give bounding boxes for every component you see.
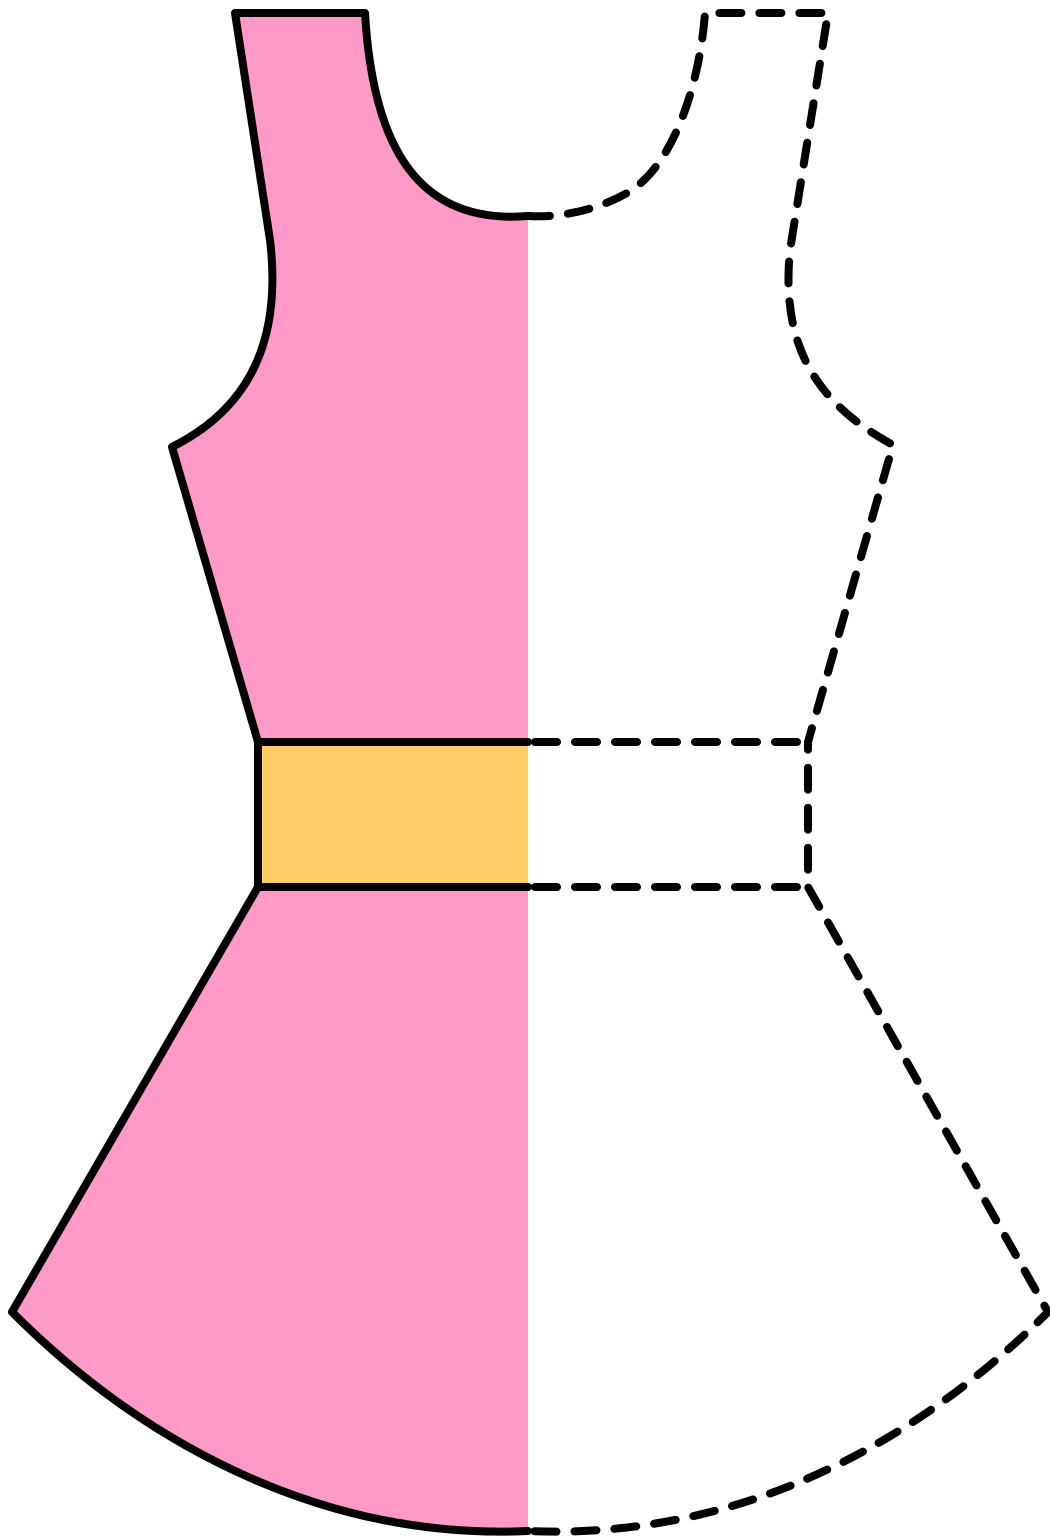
right-half-outline <box>528 13 1048 1532</box>
skirt-fill <box>12 887 528 1532</box>
waistband-fill <box>258 742 528 887</box>
